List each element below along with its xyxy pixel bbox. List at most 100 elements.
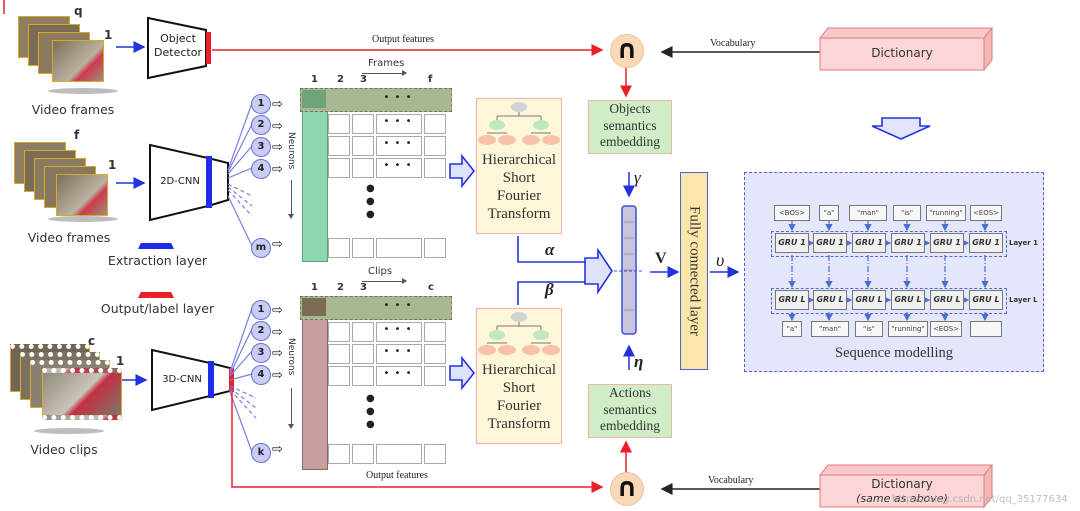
edge-clip-output-features — [231, 392, 604, 493]
hsft-line: Fourier — [496, 398, 542, 414]
clips-matrix: Clips 1 2 3 c • • • • • • • • • • • • ●●… — [250, 266, 452, 476]
caption-video-frames-middle: Video frames — [27, 230, 111, 245]
index-top-f: f — [74, 128, 80, 142]
neuron-output-arrows-frames: ⇨⇨⇨⇨ — [272, 97, 283, 177]
layer-1-label: Layer 1 — [1009, 239, 1039, 247]
input-token: "a" — [819, 205, 839, 221]
cnn2d-extraction-layer — [206, 156, 212, 208]
frames-vertical-ellipsis: ●●● — [366, 183, 375, 220]
sequence-modelling-panel: <BOS> "a" "man" "is" "running" <EOS> GRU… — [744, 172, 1044, 372]
frames-neuron-m: m — [251, 238, 271, 258]
clips-col-3: 3 — [360, 282, 367, 293]
legend-extraction-label: Extraction layer — [107, 253, 208, 268]
fully-connected-layer: Fully connected layer — [680, 172, 708, 370]
hsft-line: Short — [502, 170, 536, 186]
edge-beta — [517, 281, 585, 305]
vocabulary-label-bottom: Vocabulary — [708, 475, 754, 486]
hsft-line: Fourier — [496, 188, 542, 204]
video-frames-stack-top — [18, 12, 118, 94]
dictionary-top-shape — [818, 26, 994, 72]
index-top-c: c — [88, 334, 96, 348]
gru-cell-layerL: GRU L — [852, 290, 886, 310]
gru-cell-layerL: GRU L — [969, 290, 1003, 310]
cnn2d-neuron-links — [227, 102, 253, 247]
dictionary-bottom-note: (same as above) — [856, 492, 948, 505]
input-token: <BOS> — [774, 205, 810, 221]
sequence-connectors — [788, 220, 989, 322]
object-detector-label: Object Detector — [154, 32, 202, 59]
clips-col-c: c — [428, 282, 434, 293]
gru-layer-1 — [771, 231, 1007, 257]
video-clips-stack — [6, 340, 122, 420]
frames-axis-arrow — [362, 73, 406, 74]
v-small-label: υ — [716, 250, 725, 270]
frames-neuron-1: 1 — [251, 94, 271, 114]
output-token: "is" — [855, 321, 883, 337]
clips-neuron-3: 3 — [251, 343, 271, 363]
watermark: https://blog.csdn.net/qq_35177634 — [892, 494, 1068, 505]
alpha-label: α — [545, 240, 555, 259]
gru-cell-layer1: GRU 1 — [930, 233, 964, 253]
gru-cell-layerL: GRU L — [891, 290, 925, 310]
neuron-output-arrows-clips: ⇨⇨⇨⇨ — [272, 303, 283, 383]
gru-cell-layer1: GRU 1 — [813, 233, 847, 253]
clips-neurons-label: Neurons — [286, 338, 296, 376]
hsft-tree-icon — [478, 312, 560, 355]
cnn3d-neuron-links — [229, 307, 257, 453]
output-features-label-bottom: Output features — [366, 470, 428, 481]
v-bold-label: V — [655, 250, 667, 267]
merge-block-arrow-icon — [584, 247, 613, 295]
object-detector-shape — [147, 16, 207, 80]
frames-col-3: 3 — [360, 74, 367, 85]
gru-cell-layer1: GRU 1 — [969, 233, 1003, 253]
clips-col-2: 2 — [337, 282, 344, 293]
frames-highlight-column — [302, 88, 328, 262]
input-token: "is" — [893, 205, 921, 221]
actions-semantics-embedding: Actions semantics embedding — [588, 384, 672, 438]
shadow — [34, 428, 104, 434]
beta-label: β — [545, 280, 554, 299]
clips-row-ellipsis: • • • — [383, 300, 413, 311]
sequence-modelling-title: Sequence modelling — [835, 345, 953, 361]
cnn2d-label: 2D-CNN — [160, 176, 200, 187]
gru-cell-layerL: GRU L — [813, 290, 847, 310]
clips-col-1: 1 — [311, 282, 318, 293]
frames-col-1: 1 — [311, 74, 318, 85]
hsft-line: Short — [502, 380, 536, 396]
eta-label: η — [634, 352, 644, 371]
right-block-arrow-frames-icon — [449, 153, 476, 189]
hsft-line: Hierarchical — [481, 362, 557, 378]
right-block-arrow-clips-icon — [449, 355, 476, 391]
hsft-line: Hierarchical — [481, 152, 557, 168]
fully-connected-label: Fully connected layer — [686, 206, 703, 336]
gru-cell-layer1: GRU 1 — [775, 233, 809, 253]
legend-extraction-swatch — [138, 243, 174, 249]
layer-L-label: Layer L — [1009, 296, 1038, 304]
output-token — [970, 321, 1002, 337]
clips-axis-label: Clips — [368, 266, 393, 277]
gru-cell-layer1: GRU 1 — [852, 233, 886, 253]
clips-neuron-k: k — [251, 443, 271, 463]
legend-output-label: Output/label layer — [100, 301, 215, 316]
output-token: "running" — [888, 321, 928, 337]
cnn3d-extraction-layer — [208, 361, 214, 398]
hsft-box-frames: Hierarchical Short Fourier Transform — [476, 98, 562, 234]
down-block-arrow-icon — [871, 117, 931, 140]
gru-cell-layerL: GRU L — [775, 290, 809, 310]
clips-neuron-4: 4 — [251, 365, 271, 385]
cnn3d-label: 3D-CNN — [162, 374, 202, 385]
gru-cell-layerL: GRU L — [930, 290, 964, 310]
index-top-q: q — [74, 4, 83, 18]
clips-neuron-2: 2 — [251, 321, 271, 341]
hsft-tree-icon — [478, 102, 560, 145]
clips-highlight-column — [302, 296, 328, 470]
gamma-label: γ — [634, 168, 641, 187]
dictionary-top-label: Dictionary — [871, 46, 933, 60]
legend-output-swatch — [138, 292, 174, 298]
index-bottom-c: 1 — [116, 354, 125, 368]
frames-neuron-2: 2 — [251, 115, 271, 135]
gru-cell-layer1: GRU 1 — [891, 233, 925, 253]
feature-vector — [614, 205, 644, 335]
gru-layer-L — [771, 288, 1007, 314]
frames-row-ellipsis: • • • — [383, 92, 413, 103]
